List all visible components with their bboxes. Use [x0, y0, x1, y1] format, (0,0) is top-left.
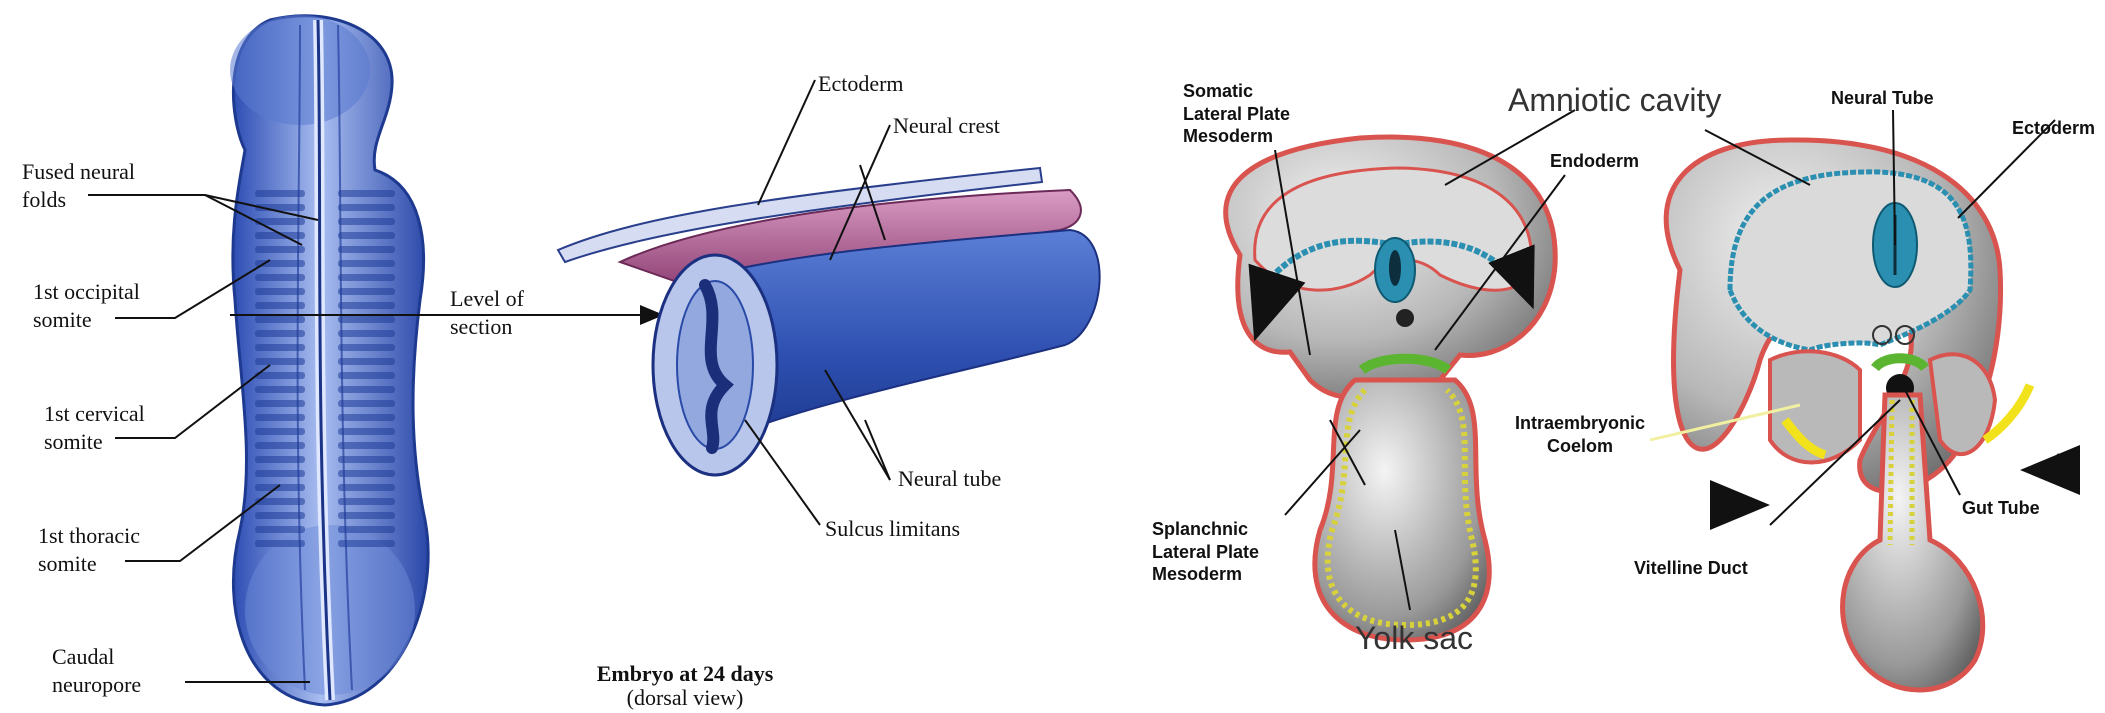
somite-stripe	[338, 358, 395, 365]
somite-stripe	[255, 344, 305, 351]
label-level-of-section: Level of section	[450, 285, 524, 340]
somite-stripe	[255, 428, 305, 435]
neural-tube-section	[558, 168, 1100, 475]
label-vitelline-duct: Vitelline Duct	[1634, 557, 1748, 580]
somite-stripe	[255, 414, 305, 421]
somite-stripe	[255, 246, 305, 253]
caption-subtitle: (dorsal view)	[555, 684, 815, 712]
somite-stripe	[255, 358, 305, 365]
somite-stripe	[338, 400, 395, 407]
somite-stripe	[255, 400, 305, 407]
somite-stripe	[338, 484, 395, 491]
somite-stripe	[338, 274, 395, 281]
label-gut-tube: Gut Tube	[1962, 497, 2040, 520]
somite-stripe	[338, 204, 395, 211]
label-amniotic-cavity: Amniotic cavity	[1508, 80, 1721, 120]
somite-stripe	[255, 190, 305, 197]
somite-stripe	[338, 330, 395, 337]
label-sulcus-limitans: Sulcus limitans	[825, 515, 960, 543]
somite-stripe	[255, 372, 305, 379]
somite-stripe	[338, 540, 395, 547]
somite-stripe	[338, 302, 395, 309]
somite-stripe	[338, 260, 395, 267]
label-somatic-lateral-plate-mesoderm: Somatic Lateral Plate Mesoderm	[1183, 80, 1290, 148]
somite-stripe	[338, 442, 395, 449]
label-caudal-neuropore: Caudal neuropore	[52, 643, 141, 698]
label-neural-crest: Neural crest	[893, 112, 1000, 140]
somite-stripe	[255, 316, 305, 323]
somite-stripe	[255, 302, 305, 309]
somite-stripe	[338, 526, 395, 533]
embryo-section-b	[1666, 140, 2060, 690]
somite-stripe	[338, 386, 395, 393]
label-ectoderm: Ectoderm	[818, 70, 904, 98]
somite-stripe	[338, 190, 395, 197]
somite-stripe	[338, 246, 395, 253]
somite-stripe	[255, 330, 305, 337]
somite-stripe	[338, 316, 395, 323]
somite-stripe	[338, 414, 395, 421]
somite-stripe	[255, 386, 305, 393]
somite-stripe	[255, 274, 305, 281]
somite-stripe	[255, 540, 305, 547]
somite-stripe	[255, 526, 305, 533]
somite-stripe	[255, 470, 305, 477]
label-first-occipital-somite: 1st occipital somite	[33, 278, 140, 333]
embryo-section-a	[1226, 137, 1556, 640]
somite-stripe	[255, 288, 305, 295]
somite-stripe	[255, 456, 305, 463]
somite-stripe	[338, 428, 395, 435]
label-ectoderm-right: Ectoderm	[2012, 117, 2095, 140]
somite-stripe	[338, 232, 395, 239]
label-endoderm: Endoderm	[1550, 150, 1639, 173]
label-first-cervical-somite: 1st cervical somite	[44, 400, 145, 455]
label-splanchnic-lateral-plate-mesoderm: Splanchnic Lateral Plate Mesoderm	[1152, 518, 1259, 586]
somite-stripe	[338, 288, 395, 295]
somite-stripe	[255, 442, 305, 449]
somite-stripe	[338, 372, 395, 379]
label-yolk-sac: Yolk sac	[1355, 618, 1473, 658]
somite-stripe	[338, 456, 395, 463]
somite-stripe	[338, 512, 395, 519]
label-fused-neural-folds: Fused neural folds	[22, 158, 135, 213]
somite-stripe	[338, 344, 395, 351]
somite-stripe	[338, 218, 395, 225]
label-neural-tube-right: Neural Tube	[1831, 87, 1934, 110]
label-neural-tube: Neural tube	[898, 465, 1001, 493]
somite-stripe	[338, 470, 395, 477]
label-intraembryonic-coelom: Intraembryonic Coelom	[1495, 412, 1665, 457]
somite-stripe	[338, 498, 395, 505]
label-first-thoracic-somite: 1st thoracic somite	[38, 522, 140, 577]
somite-stripe	[255, 512, 305, 519]
